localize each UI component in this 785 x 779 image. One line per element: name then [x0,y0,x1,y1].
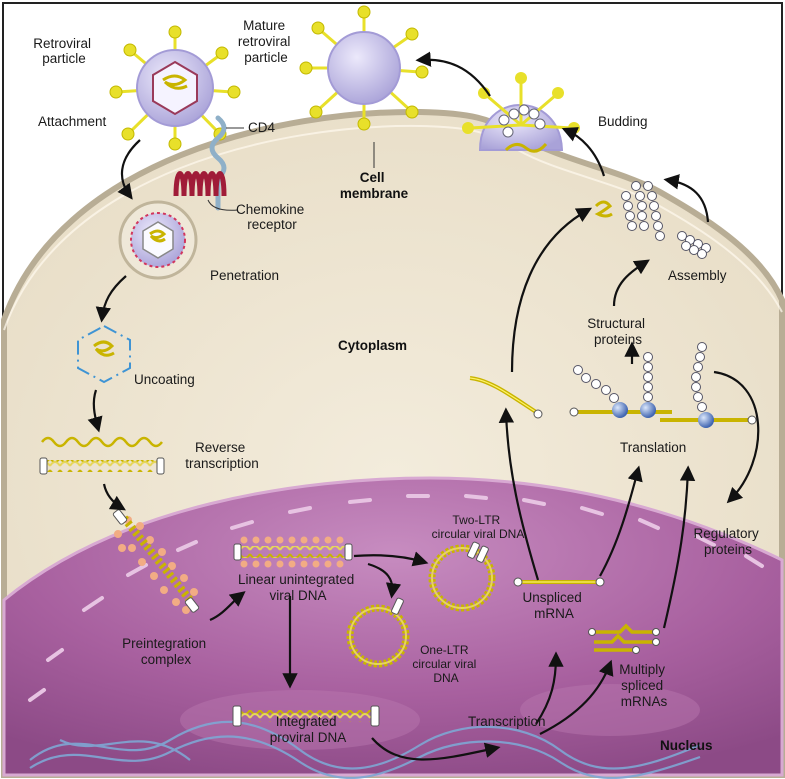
integrated-proviral-dna [232,705,380,727]
label-integrated-dna: Integrated proviral DNA [270,714,347,745]
label-retroviral-particle: Retroviral particle [33,36,95,66]
label-attachment: Attachment [38,114,107,129]
chemokine-receptor [173,171,227,197]
label-translation: Translation [620,440,686,455]
preintegration-complex [112,509,200,614]
multiply-spliced-mrnas [588,623,660,654]
unspliced-mrna-nuclear [513,577,605,587]
assembly-protein-chains [621,181,711,259]
label-unspliced-mrna: Unspliced mRNA [522,590,585,621]
label-transcription: Transcription [468,714,546,729]
label-preintegration-complex: Preintegration complex [122,636,210,667]
host-chromatin [29,720,701,779]
label-cytoplasm: Cytoplasm [338,338,407,353]
one-ltr-circular-dna [346,597,410,668]
linear-unintegrated-dna [233,536,353,568]
label-two-ltr: Two-LTR circular viral DNA [432,513,525,541]
label-linear-dna: Linear unintegrated viral DNA [238,572,358,603]
mature-retroviral-particle [299,5,429,131]
label-penetration: Penetration [210,268,279,283]
translation-ribosomes [569,342,757,428]
label-cd4: CD4 [248,120,275,135]
budding-particle [462,72,580,153]
label-regulatory-proteins: Regulatory proteins [693,526,762,557]
penetration-vesicle [118,200,198,280]
label-budding: Budding [598,114,648,129]
label-mature-particle: Mature retroviral particle [238,18,294,65]
cd4-receptor [209,115,227,211]
label-structural-proteins: Structural proteins [587,316,649,347]
label-chemokine-receptor: Chemokine receptor [236,202,308,232]
labels: Retroviral particle Mature retroviral pa… [33,18,762,753]
cytoplasmic-genomic-rna [469,376,543,419]
nuclear-envelope-pores [28,494,764,702]
assembly-rna [594,200,613,218]
label-assembly: Assembly [668,268,727,283]
retroviral-particle [109,25,241,151]
flow-arrows [87,51,760,761]
label-multiply-spliced: Multiply spliced mRNAs [619,662,669,709]
two-ltr-circular-dna [428,541,496,612]
label-one-ltr: One-LTR circular viral DNA [412,643,479,685]
label-nucleus: Nucleus [660,738,713,753]
reverse-transcription-strands [39,436,165,475]
label-cell-membrane: Cell membrane [340,170,409,201]
label-uncoating: Uncoating [134,372,195,387]
label-reverse-transcription: Reverse transcription [185,440,259,471]
uncoating-capsid [77,324,131,384]
